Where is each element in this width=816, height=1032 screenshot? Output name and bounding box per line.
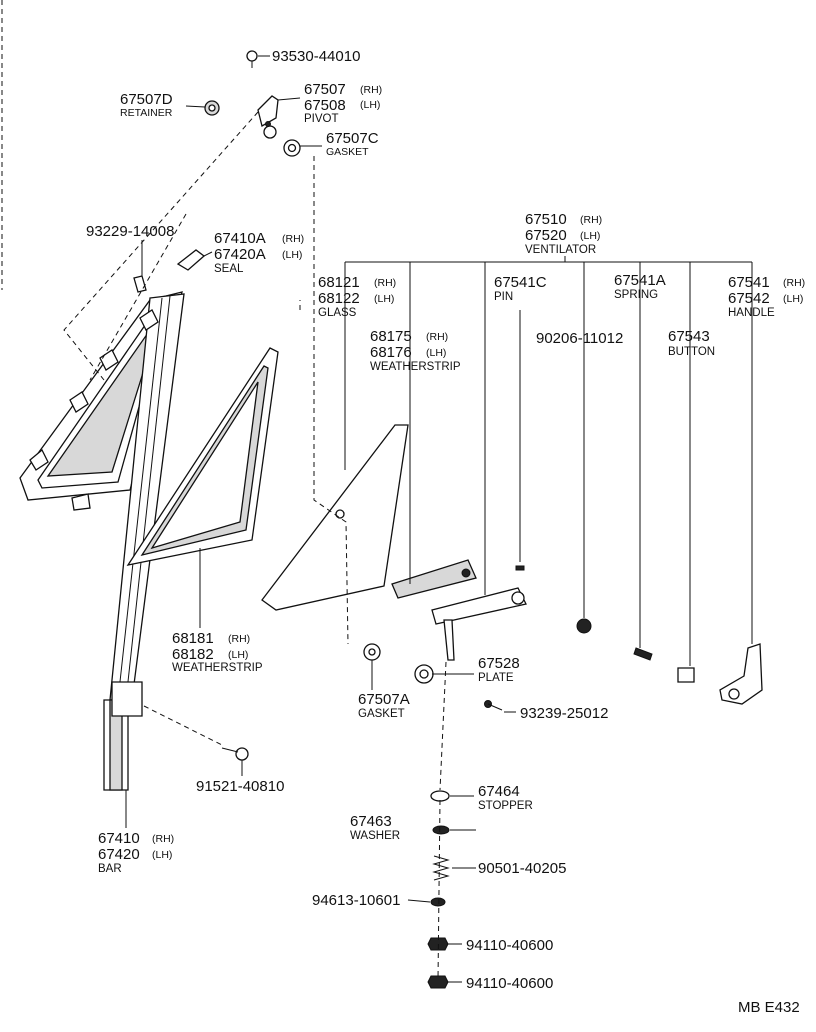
label-pivot-rh-tag: (RH) xyxy=(360,84,382,96)
bar-bolt-icon xyxy=(221,747,249,761)
label-screw-plate: 93239-25012 xyxy=(520,705,608,722)
label-glass-rh: 68121 xyxy=(318,274,360,291)
label-bolt-bar: 91521-40810 xyxy=(196,778,284,795)
label-washer-name: WASHER xyxy=(350,830,400,842)
label-glass-name: GLASS xyxy=(318,307,357,319)
label-stopper-pn: 67464 xyxy=(478,783,520,800)
label-gasket-top-name: GASKET xyxy=(326,146,369,158)
label-ws-inner-rh-tag: (RH) xyxy=(426,331,448,343)
screw-top-icon xyxy=(246,50,258,68)
label-bar-lh-tag: (LH) xyxy=(152,849,172,861)
label-pivot-name: PIVOT xyxy=(304,113,339,125)
label-glass-rh-tag: (RH) xyxy=(374,277,396,289)
label-pivot-lh-tag: (LH) xyxy=(360,99,380,111)
label-washer-pn: 67463 xyxy=(350,813,392,830)
leader-lines xyxy=(125,55,753,983)
nut-2-icon xyxy=(427,975,449,989)
plate-screw-icon xyxy=(484,700,503,711)
pivot-icon xyxy=(257,95,279,139)
label-ws-outer-name: WEATHERSTRIP xyxy=(172,662,263,674)
washer-icon xyxy=(432,825,450,835)
label-bolt-mid: 90206-11012 xyxy=(536,330,623,347)
part-labels: 93530-44010 67507D RETAINER 67507 (RH) 6… xyxy=(86,48,805,1016)
label-gasket-top-pn: 67507C xyxy=(326,130,379,147)
label-nut-1: 94110-40600 xyxy=(466,937,553,954)
label-ws-outer-rh-tag: (RH) xyxy=(228,633,250,645)
plate-icon xyxy=(414,664,434,684)
label-pin-pn: 67541C xyxy=(494,274,547,291)
label-vent-lh-tag: (LH) xyxy=(580,230,600,242)
label-screw-seal: 93229-14008 xyxy=(86,223,174,240)
label-spring-name: SPRING xyxy=(614,289,658,301)
button-icon xyxy=(677,667,695,683)
vent-glass xyxy=(261,424,409,611)
label-gasket-bot-pn: 67507A xyxy=(358,691,410,708)
seal-icon xyxy=(176,249,206,271)
label-washer-small: 94613-10601 xyxy=(312,892,400,909)
label-plate-pn: 67528 xyxy=(478,655,520,672)
label-seal-lh-tag: (LH) xyxy=(282,249,302,261)
label-ws-inner-lh-tag: (LH) xyxy=(426,347,446,359)
bar xyxy=(103,681,143,791)
label-ws-inner-lh: 68176 xyxy=(370,344,412,361)
label-button-pn: 67543 xyxy=(668,328,710,345)
pin-icon xyxy=(515,565,525,571)
label-ws-outer-rh: 68181 xyxy=(172,630,214,647)
label-spring-bot: 90501-40205 xyxy=(478,860,566,877)
inner-weatherstrip xyxy=(391,559,477,599)
label-plate-name: PLATE xyxy=(478,672,514,684)
label-handle-lh: 67542 xyxy=(728,290,770,307)
label-spring-pn: 67541A xyxy=(614,272,666,289)
label-glass-lh-tag: (LH) xyxy=(374,293,394,305)
label-vent-lh: 67520 xyxy=(525,227,567,244)
gasket-bottom-icon xyxy=(363,643,381,661)
label-bar-rh: 67410 xyxy=(98,830,140,847)
label-seal-lh: 67420A xyxy=(214,246,266,263)
label-vent-name: VENTILATOR xyxy=(525,244,596,256)
label-bar-rh-tag: (RH) xyxy=(152,833,174,845)
label-vent-rh: 67510 xyxy=(525,211,567,228)
seal-screw-icon xyxy=(133,275,147,293)
label-retainer-pn: 67507D xyxy=(120,91,173,108)
retainer-icon xyxy=(204,100,220,116)
label-seal-rh-tag: (RH) xyxy=(282,233,304,245)
label-handle-rh: 67541 xyxy=(728,274,770,291)
label-pin-name: PIN xyxy=(494,291,513,303)
assembly-lines xyxy=(63,111,447,981)
ventilator-bracket xyxy=(431,587,527,661)
small-washer-icon xyxy=(430,897,446,907)
label-screw-top: 93530-44010 xyxy=(272,48,360,65)
label-retainer-name: RETAINER xyxy=(120,107,173,119)
outer-weatherstrip-frame xyxy=(126,347,279,566)
label-pivot-lh: 67508 xyxy=(304,97,346,114)
label-ws-inner-name: WEATHERSTRIP xyxy=(370,361,461,373)
spring-icon xyxy=(633,647,653,661)
coil-spring-icon xyxy=(432,855,450,881)
label-handle-name: HANDLE xyxy=(728,307,775,319)
label-vent-rh-tag: (RH) xyxy=(580,214,602,226)
label-handle-lh-tag: (LH) xyxy=(783,293,803,305)
label-ws-inner-rh: 68175 xyxy=(370,328,412,345)
label-seal-rh: 67410A xyxy=(214,230,266,247)
label-pivot-rh: 67507 xyxy=(304,81,346,98)
label-nut-2: 94110-40600 xyxy=(466,975,553,992)
handle-icon xyxy=(719,643,763,705)
label-handle-rh-tag: (RH) xyxy=(783,277,805,289)
bolt-mid-icon xyxy=(576,618,592,634)
label-glass-lh: 68122 xyxy=(318,290,360,307)
label-ws-outer-lh: 68182 xyxy=(172,646,214,663)
label-bar-name: BAR xyxy=(98,863,122,875)
label-stopper-name: STOPPER xyxy=(478,800,533,812)
label-gasket-bot-name: GASKET xyxy=(358,708,405,720)
label-bar-lh: 67420 xyxy=(98,846,140,863)
label-ws-outer-lh-tag: (LH) xyxy=(228,649,248,661)
stopper-icon xyxy=(430,790,450,802)
sash-frame xyxy=(19,291,185,701)
footer-code: MB E432 xyxy=(738,999,800,1016)
label-button-name: BUTTON xyxy=(668,346,715,358)
gasket-top-icon xyxy=(283,139,301,157)
label-seal-name: SEAL xyxy=(214,263,244,275)
